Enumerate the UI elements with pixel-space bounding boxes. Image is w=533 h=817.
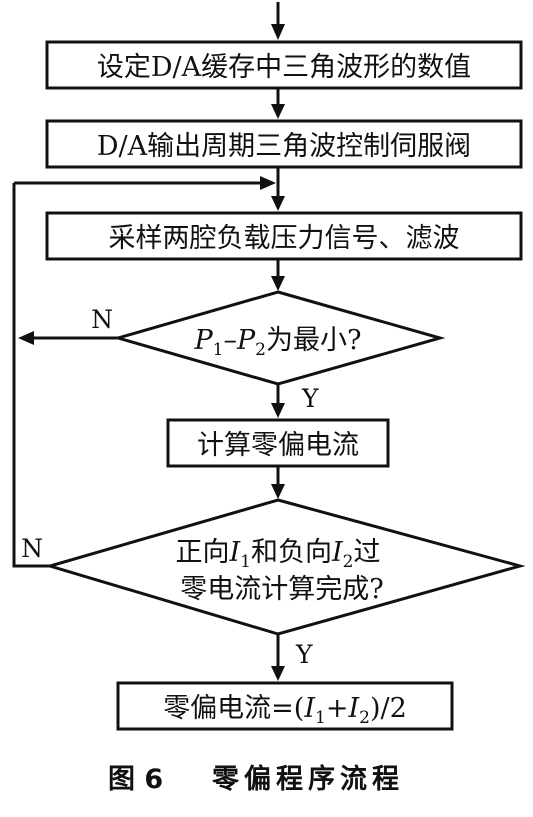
step-set-buffer-label: 设定D/A缓存中三角波形的数值 bbox=[97, 52, 471, 83]
step-output-wave-label: D/A输出周期三角波控制伺服阀 bbox=[97, 131, 471, 162]
branch-yes-1-label: Y bbox=[301, 384, 319, 413]
i2-subscript: 2 bbox=[343, 552, 354, 572]
i2-symbol: I bbox=[331, 537, 344, 568]
step-compute-current: 计算零偏电流 bbox=[166, 418, 390, 468]
decision-complete-line2: 零电流计算完成? bbox=[180, 574, 383, 605]
branch-yes-2: Y bbox=[271, 634, 313, 681]
reverse-text: 和负向 bbox=[251, 537, 332, 568]
formula-s1: 1 bbox=[315, 708, 326, 728]
step-result-formula: 零偏电流=(I1+I2)/2 bbox=[116, 681, 454, 731]
branch-no-2-label: N bbox=[21, 534, 43, 563]
formula-i1: I bbox=[303, 693, 316, 724]
loop-merge-arrow bbox=[14, 176, 276, 190]
minus-sign: – bbox=[224, 325, 238, 356]
branch-no-2: N bbox=[12, 183, 50, 568]
decision-complete-line1: 正向I1和负向I2过 bbox=[176, 537, 381, 572]
through-text: 过 bbox=[354, 537, 381, 568]
min-check-text: 为最小? bbox=[266, 325, 361, 356]
branch-no-1: N bbox=[18, 305, 118, 345]
decision-min-check-label: P1–P2为最小? bbox=[194, 325, 362, 360]
step-output-wave: D/A输出周期三角波控制伺服阀 bbox=[45, 119, 523, 169]
entry-arrow bbox=[271, 2, 285, 40]
step-compute-current-label: 计算零偏电流 bbox=[197, 430, 359, 461]
step-sample-filter: 采样两腔负载压力信号、滤波 bbox=[45, 211, 523, 261]
i1-subscript: 1 bbox=[240, 552, 251, 572]
arrow-2-3 bbox=[271, 167, 285, 211]
decision-min-check: P1–P2为最小? bbox=[112, 290, 446, 386]
formula-rhs: )/2 bbox=[370, 693, 407, 724]
p1-subscript: 1 bbox=[213, 340, 224, 360]
decision-complete-check: 正向I1和负向I2过 零电流计算完成? bbox=[44, 498, 526, 636]
step-result-formula-label: 零偏电流=(I1+I2)/2 bbox=[163, 693, 407, 728]
figure-number: 图 6 bbox=[108, 764, 163, 795]
p2-subscript: 2 bbox=[255, 340, 266, 360]
forward-text: 正向 bbox=[176, 537, 230, 568]
formula-s2: 2 bbox=[359, 708, 370, 728]
arrow-4-d2 bbox=[271, 466, 285, 499]
branch-yes-2-label: Y bbox=[295, 640, 313, 669]
figure-caption: 图 6 零偏程序流程 bbox=[108, 763, 404, 795]
branch-yes-1: Y bbox=[271, 384, 319, 418]
figure-title: 零偏程序流程 bbox=[211, 763, 404, 795]
p2-symbol: P bbox=[236, 325, 256, 356]
step-sample-filter-label: 采样两腔负载压力信号、滤波 bbox=[109, 223, 460, 254]
formula-i2: I bbox=[347, 693, 360, 724]
arrow-1-2 bbox=[271, 88, 285, 119]
step-set-buffer: 设定D/A缓存中三角波形的数值 bbox=[45, 40, 523, 90]
p1-symbol: P bbox=[194, 325, 214, 356]
branch-no-1-label: N bbox=[91, 305, 113, 334]
formula-plus: + bbox=[326, 693, 349, 724]
arrow-3-d1 bbox=[271, 259, 285, 291]
i1-symbol: I bbox=[229, 537, 242, 568]
formula-lhs: 零偏电流=( bbox=[163, 693, 304, 724]
